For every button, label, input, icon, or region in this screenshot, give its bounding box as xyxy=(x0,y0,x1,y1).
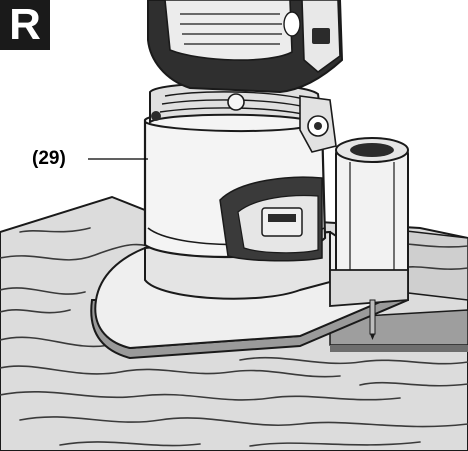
switch-button xyxy=(312,28,330,44)
motor-top xyxy=(147,0,344,94)
router-base xyxy=(90,230,409,360)
collar-knob xyxy=(227,93,245,111)
top-hole xyxy=(283,11,301,37)
callout-label-29: (29) xyxy=(32,148,66,169)
guide-pin xyxy=(369,299,376,335)
post-foot xyxy=(329,269,409,307)
post-body xyxy=(335,147,409,289)
depth-lock xyxy=(299,95,337,153)
post-top-hole xyxy=(350,143,394,157)
motor-housing xyxy=(143,111,327,262)
lock-knob-center xyxy=(314,122,322,130)
guide-post xyxy=(329,137,409,340)
clamp-tab xyxy=(268,214,296,222)
motor-top-panel xyxy=(164,0,293,61)
collar-screw xyxy=(151,111,161,121)
figure-letter-badge: R xyxy=(0,0,50,50)
vent-slots xyxy=(180,13,282,45)
board-groove-floor xyxy=(330,345,468,352)
